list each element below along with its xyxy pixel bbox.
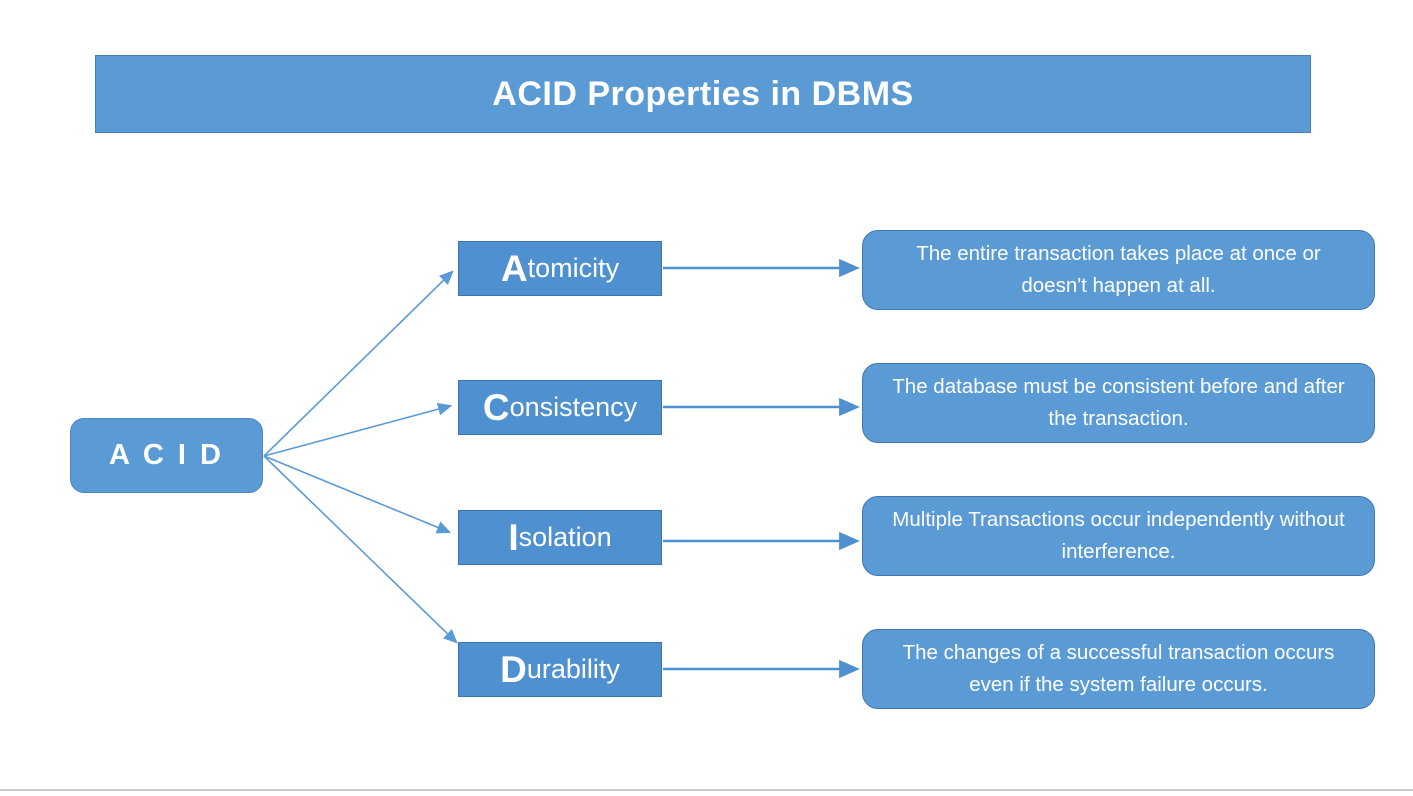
description-text: The entire transaction takes place at on… [916,242,1321,297]
description-text: The database must be consistent before a… [892,375,1345,430]
property-initial: A [500,248,528,289]
property-initial: D [500,649,527,690]
description-box-consistency: The database must be consistent before a… [862,363,1375,443]
acid-root-label: A C I D [109,439,224,471]
bottom-divider [0,789,1413,791]
property-label: solation [518,522,612,552]
description-box-isolation: Multiple Transactions occur independentl… [862,496,1375,576]
property-label: onsistency [509,392,638,422]
description-text: The changes of a successful transaction … [902,641,1335,696]
description-box-durability: The changes of a successful transaction … [862,629,1375,709]
property-label: tomicity [527,253,620,283]
arrow-acid-to-atomicity [263,270,454,457]
acid-root-node: A C I D [70,418,263,493]
page-title: ACID Properties in DBMS [492,74,914,113]
description-text: Multiple Transactions occur independentl… [892,508,1345,563]
description-box-atomicity: The entire transaction takes place at on… [862,230,1375,310]
arrow-acid-to-durability [263,455,458,644]
property-initial: I [508,517,519,558]
arrow-acid-to-isolation [263,455,452,534]
property-label: urability [526,654,620,684]
property-initial: C [482,387,510,428]
title-banner: ACID Properties in DBMS [95,55,1311,133]
arrow-acid-to-consistency [263,402,453,457]
